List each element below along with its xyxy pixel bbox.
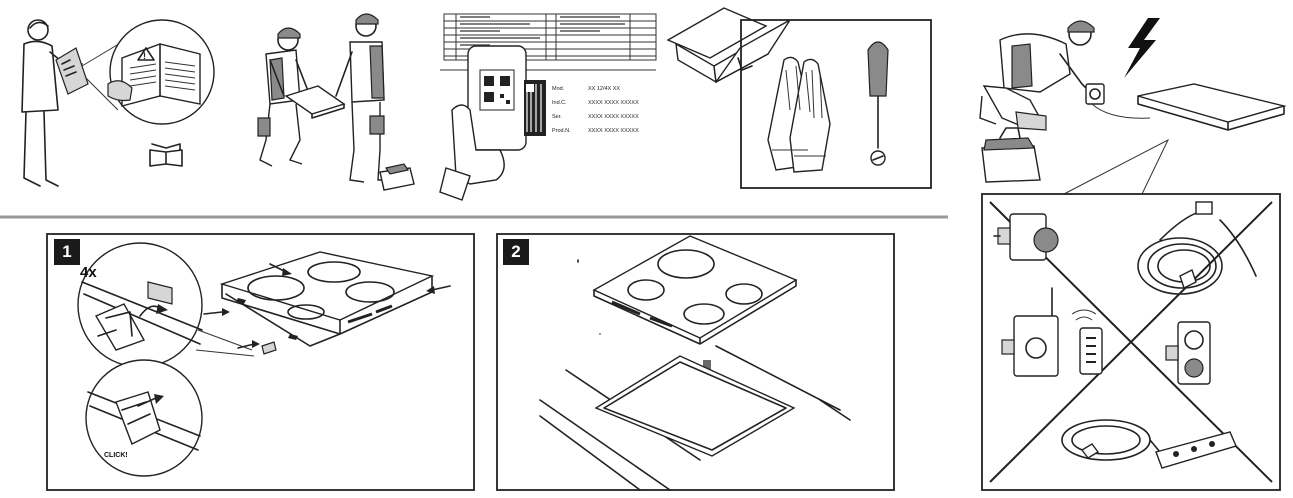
- rating-label-rows: Mod. XX 12/4X XX Ind.C. XXXX XXXX XXXXX …: [552, 86, 639, 142]
- countertop-cutout: [539, 259, 851, 491]
- clip-zoom-bottom: [85, 359, 203, 477]
- wifi-plug-icon: [1001, 287, 1103, 377]
- step1-frame: [46, 233, 475, 491]
- tools-box-frame: [740, 19, 932, 189]
- rating-value: XXXX XXXX XXXXX: [588, 128, 639, 134]
- electrician-figure: [979, 20, 1151, 131]
- click-label: CLICK!: [104, 452, 128, 459]
- rating-row: Ind.C. XXXX XXXX XXXXX: [552, 100, 639, 114]
- clip-zoom-top: [77, 242, 203, 368]
- rating-row: Ser. XXXX XXXX XXXXX: [552, 114, 639, 128]
- rating-value: XXXX XXXX XXXXX: [588, 100, 639, 106]
- cable-reel-icon: [1137, 201, 1257, 295]
- small-toolbox-icon: [981, 127, 1041, 183]
- hob-step1: [203, 251, 451, 355]
- screwdriver-icon: [867, 41, 889, 166]
- rating-key: Ind.C.: [552, 100, 567, 106]
- clip-count-label: 4x: [80, 264, 97, 281]
- gloves-icon: [767, 56, 831, 173]
- rating-row: Mod. XX 12/4X XX: [552, 86, 639, 100]
- step2-frame: [496, 233, 895, 491]
- two-installers-figure: [257, 13, 415, 191]
- rating-value: XXXX XXXX XXXXX: [588, 114, 639, 120]
- step2-badge: 2: [503, 239, 529, 265]
- step1-badge: 1: [54, 239, 80, 265]
- manual-zoom-circle: !: [81, 19, 215, 125]
- hob-step2: [592, 235, 798, 345]
- book-icon: [149, 143, 183, 167]
- hob-slab: [1137, 83, 1287, 131]
- callout-pointer: [1063, 138, 1170, 195]
- rating-key: Ser.: [552, 114, 562, 120]
- rating-plate-table: [440, 13, 657, 71]
- rating-row: Prod.N. XXXX XXXX XXXXX: [552, 128, 639, 142]
- rating-key: Prod.N.: [552, 128, 571, 134]
- phone-scan-figure: [439, 45, 527, 201]
- zoom-leader: [195, 329, 255, 357]
- lightning-icon: [1124, 18, 1160, 78]
- rating-key: Mod.: [552, 86, 565, 92]
- label-sticker: [524, 80, 546, 136]
- manual-reader-figure: [21, 19, 89, 187]
- rating-value: XX 12/4X XX: [588, 86, 621, 92]
- plug-adapter-icon: [993, 213, 1059, 261]
- svg-text:!: !: [143, 51, 146, 61]
- double-socket-adapter-icon: [1165, 321, 1211, 385]
- power-strip-icon: [1061, 419, 1237, 469]
